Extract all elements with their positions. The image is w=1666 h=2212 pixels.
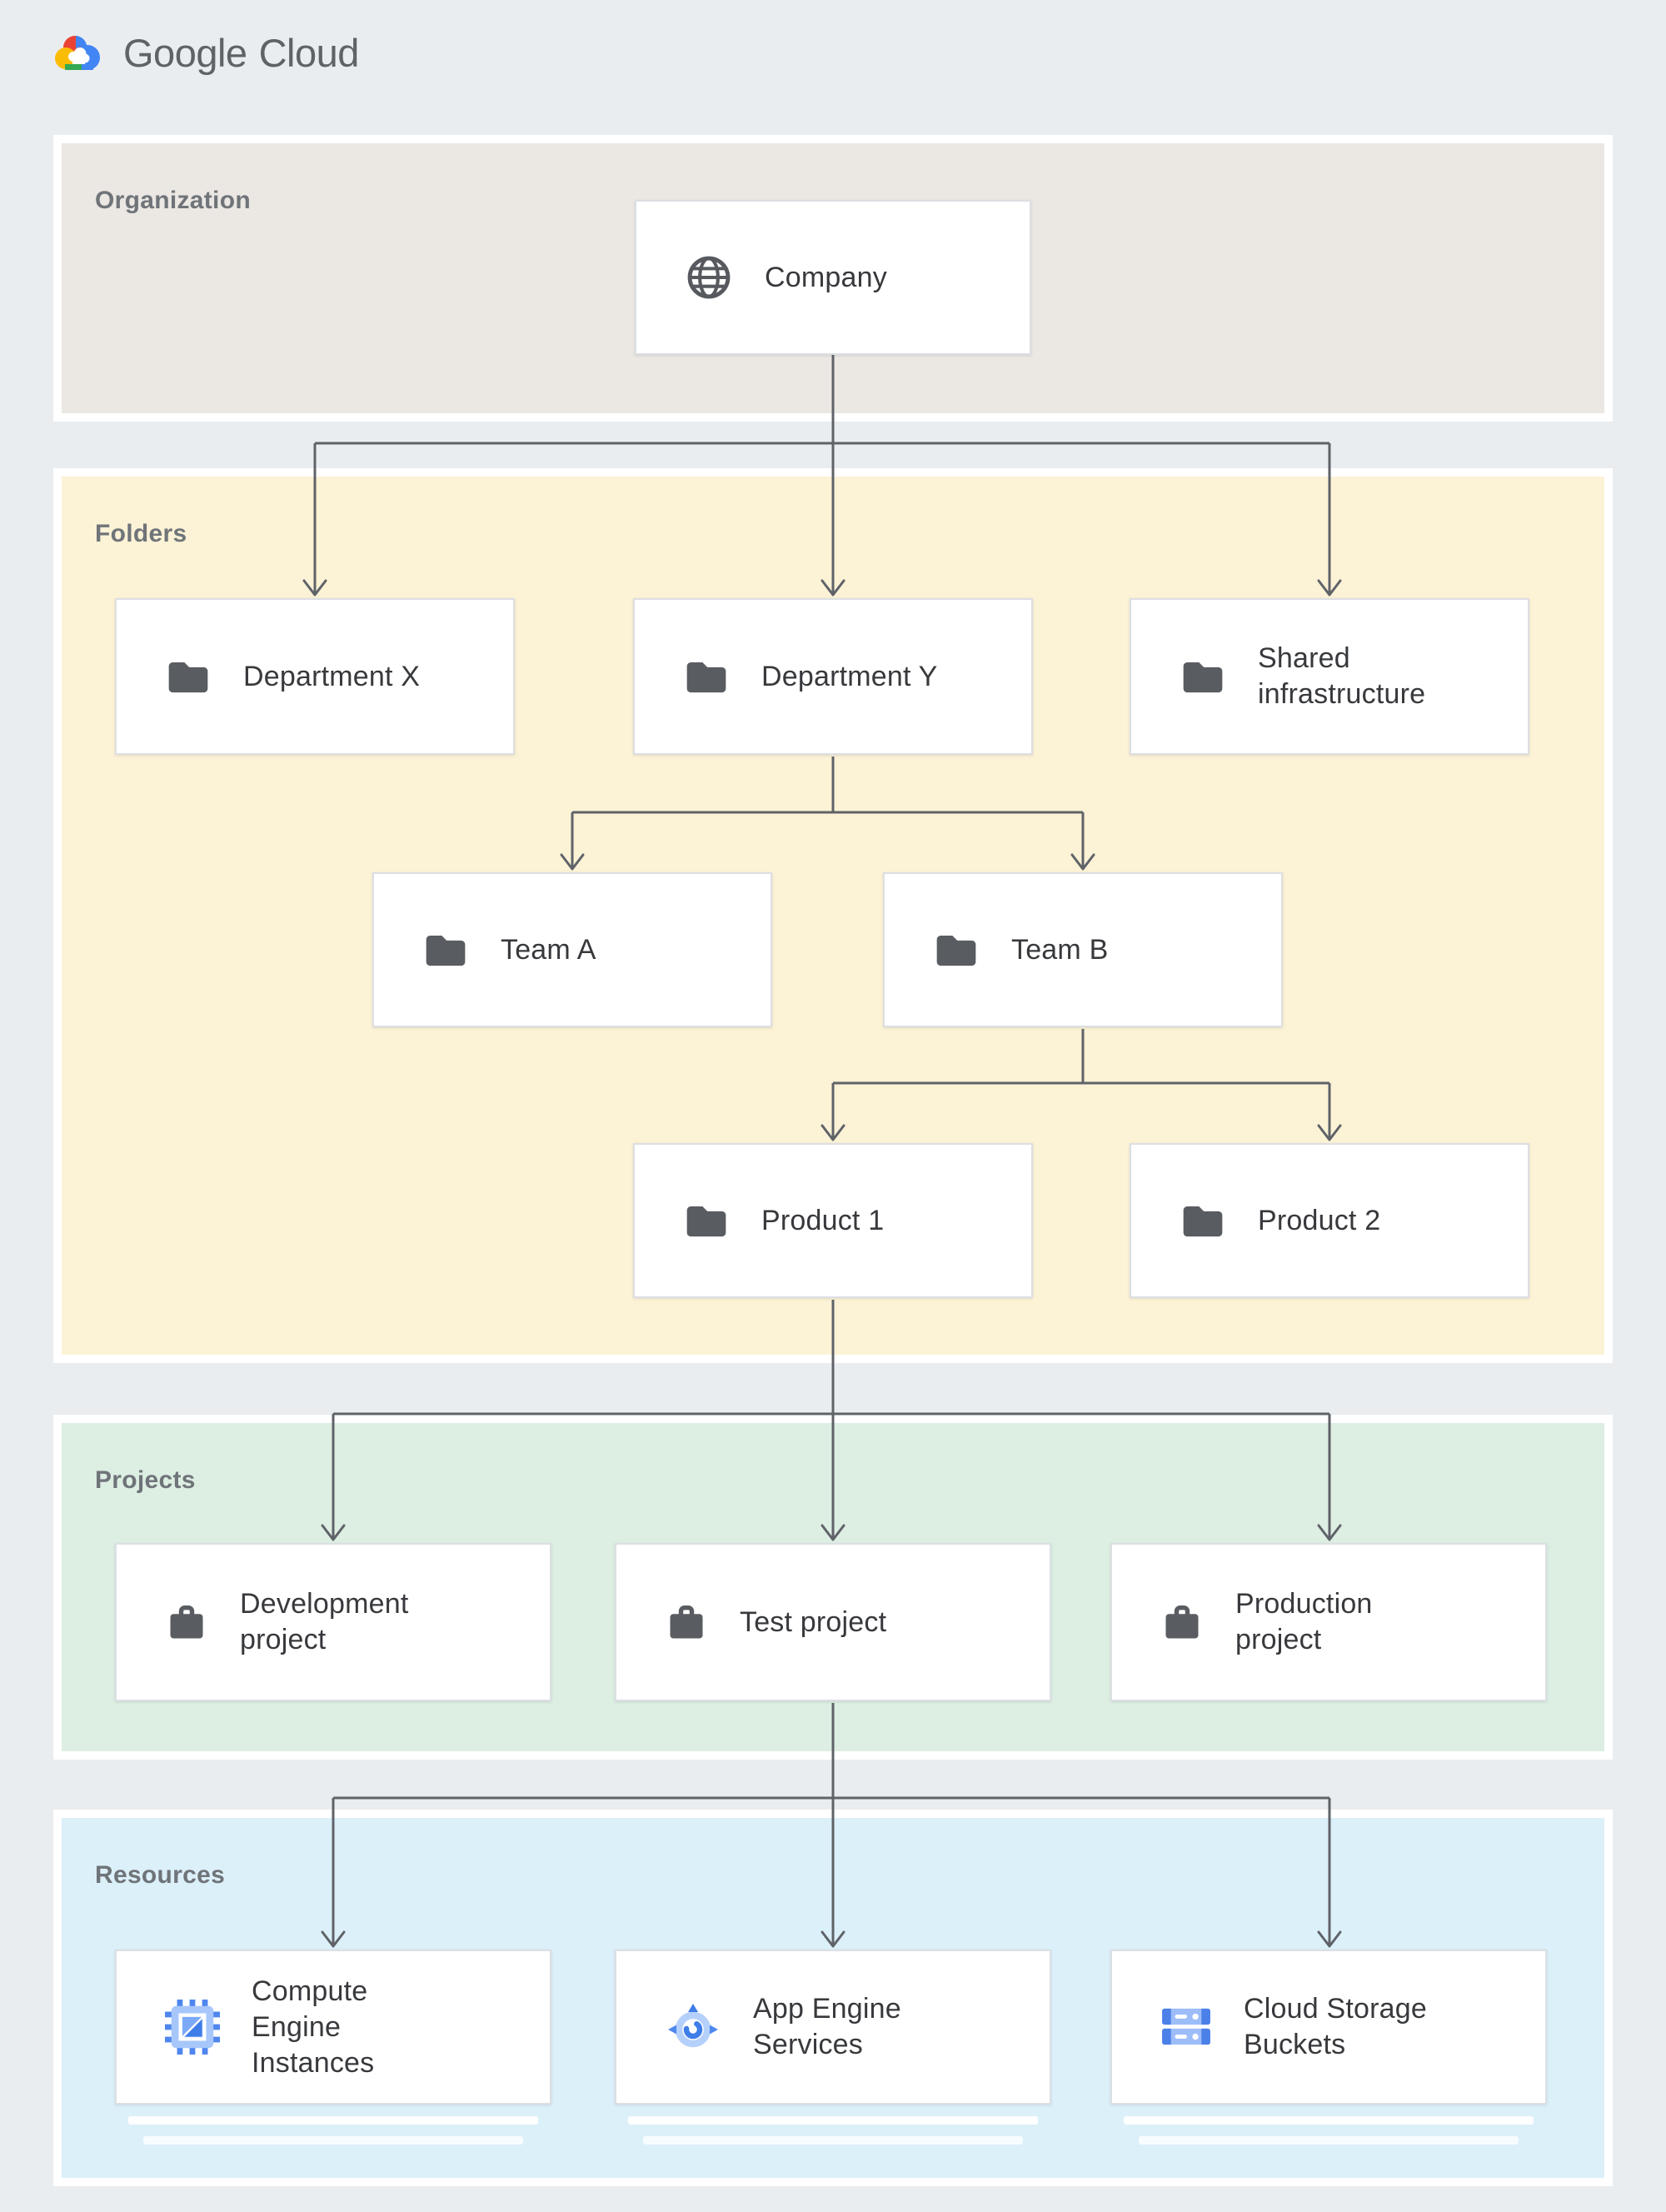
- cloud-storage-icon: [1160, 2005, 1212, 2049]
- node-label: Shared infrastructure: [1258, 642, 1426, 710]
- logo-word-google: Google: [123, 31, 247, 75]
- google-cloud-logo-text: Google Cloud: [123, 30, 359, 76]
- section-projects-label: Projects: [95, 1466, 196, 1494]
- folder-icon: [1180, 657, 1226, 697]
- stack-line: [128, 2116, 538, 2125]
- briefcase-icon: [165, 1602, 208, 1642]
- node-company: Company: [635, 200, 1031, 355]
- stack-line: [143, 2136, 523, 2145]
- node-label: Compute Engine Instances: [252, 1975, 375, 2079]
- folder-icon: [683, 657, 730, 697]
- briefcase-icon: [665, 1602, 708, 1642]
- node-department-y: Department Y: [633, 598, 1033, 755]
- node-cloud-storage-buckets: Cloud Storage Buckets: [1110, 1950, 1547, 2105]
- node-label: Department Y: [761, 660, 938, 692]
- stack-line: [628, 2116, 1038, 2125]
- node-label: App Engine Services: [753, 1993, 901, 2060]
- compute-engine-icon: [165, 2000, 220, 2055]
- node-test-project: Test project: [615, 1543, 1051, 1701]
- folder-icon: [422, 931, 469, 970]
- node-label: Team B: [1011, 933, 1109, 966]
- node-product-1: Product 1: [633, 1143, 1033, 1298]
- section-resources-label: Resources: [95, 1861, 226, 1889]
- folder-icon: [1180, 1201, 1226, 1241]
- folder-icon: [933, 931, 980, 970]
- node-label: Product 1: [761, 1204, 885, 1236]
- section-folders-label: Folders: [95, 520, 187, 547]
- node-shared-infrastructure: Shared infrastructure: [1130, 598, 1529, 755]
- node-department-x: Department X: [115, 598, 515, 755]
- globe-icon: [685, 253, 733, 302]
- google-cloud-logo-icon: [50, 31, 105, 76]
- node-label: Department X: [243, 660, 421, 692]
- briefcase-icon: [1160, 1602, 1204, 1642]
- node-product-2: Product 2: [1130, 1143, 1529, 1298]
- node-label: Production project: [1235, 1588, 1373, 1655]
- stack-line: [1139, 2136, 1519, 2145]
- node-team-a: Team A: [372, 872, 772, 1027]
- node-label: Cloud Storage Buckets: [1244, 1993, 1427, 2060]
- stack-line: [1124, 2116, 1534, 2125]
- logo-word-cloud: Cloud: [258, 31, 360, 75]
- google-cloud-logo: Google Cloud: [50, 30, 359, 76]
- node-label: Company: [765, 261, 887, 293]
- section-organization-label: Organization: [95, 187, 251, 214]
- node-development-project: Development project: [115, 1543, 551, 1701]
- node-label: Team A: [501, 933, 596, 966]
- node-label: Test project: [740, 1605, 887, 1638]
- folder-icon: [683, 1201, 730, 1241]
- app-engine-icon: [665, 2003, 721, 2051]
- node-production-project: Production project: [1110, 1543, 1547, 1701]
- stack-line: [643, 2136, 1023, 2145]
- node-app-engine-services: App Engine Services: [615, 1950, 1051, 2105]
- folder-icon: [165, 657, 212, 697]
- node-compute-engine-instances: Compute Engine Instances: [115, 1950, 551, 2105]
- node-label: Product 2: [1258, 1204, 1381, 1236]
- node-label: Development project: [240, 1588, 409, 1655]
- node-team-b: Team B: [883, 872, 1283, 1027]
